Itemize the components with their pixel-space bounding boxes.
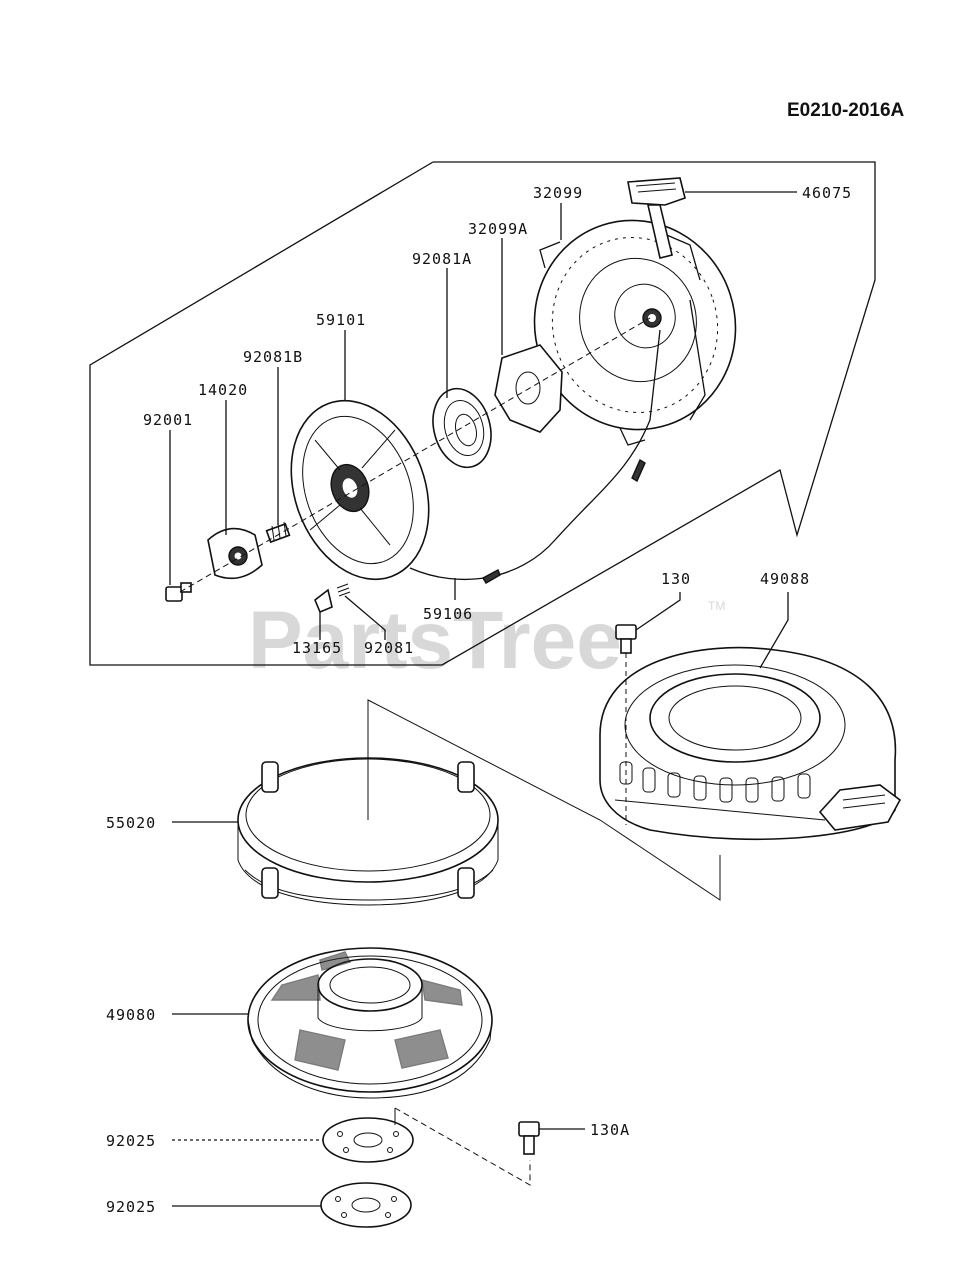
part-92081B-spring[interactable] [265, 521, 291, 544]
assembly-boundary [89, 161, 876, 666]
connector-55020-49088 [367, 699, 721, 901]
label-13165: 13165 [292, 639, 342, 657]
part-130A-bolt[interactable] [518, 1121, 540, 1155]
watermark: PartsTree [248, 595, 622, 686]
part-92025-washer-upper[interactable] [322, 1117, 414, 1163]
label-59101: 59101 [316, 311, 366, 329]
part-46075-handle[interactable] [627, 177, 686, 259]
label-92025-upper: 92025 [106, 1132, 156, 1150]
part-92081A-spring[interactable] [425, 382, 500, 474]
diagram-code: E0210-2016A [787, 100, 905, 121]
part-49088-fan-housing[interactable] [599, 646, 902, 841]
label-49080: 49080 [106, 1006, 156, 1024]
label-14020: 14020 [198, 381, 248, 399]
label-130: 130 [661, 570, 691, 588]
trademark: TM [708, 599, 725, 613]
label-130A: 130A [590, 1121, 630, 1139]
part-13165-guide[interactable] [314, 588, 333, 614]
label-32099: 32099 [533, 184, 583, 202]
part-32099-housing[interactable] [507, 194, 762, 456]
label-49088: 49088 [760, 570, 810, 588]
label-92025-lower: 92025 [106, 1198, 156, 1216]
part-59106-rope[interactable] [409, 329, 661, 580]
label-92001: 92001 [143, 411, 193, 429]
label-92081: 92081 [364, 639, 414, 657]
part-49080-fan-screen[interactable] [247, 947, 493, 1099]
leader-lines [169, 191, 797, 1207]
rope-grip [482, 569, 501, 584]
part-92001-bolt[interactable] [165, 582, 192, 602]
assembly-axis [179, 317, 651, 593]
part-92081-spring[interactable] [336, 583, 351, 597]
part-59101-reel[interactable] [267, 381, 452, 598]
part-92025-washer-lower[interactable] [320, 1182, 412, 1228]
connector-130A [394, 1107, 531, 1186]
label-32099A: 32099A [468, 220, 528, 238]
label-92081A: 92081A [412, 250, 472, 268]
label-55020: 55020 [106, 814, 156, 832]
label-46075: 46075 [802, 184, 852, 202]
label-59106: 59106 [423, 605, 473, 623]
label-92081B: 92081B [243, 348, 303, 366]
